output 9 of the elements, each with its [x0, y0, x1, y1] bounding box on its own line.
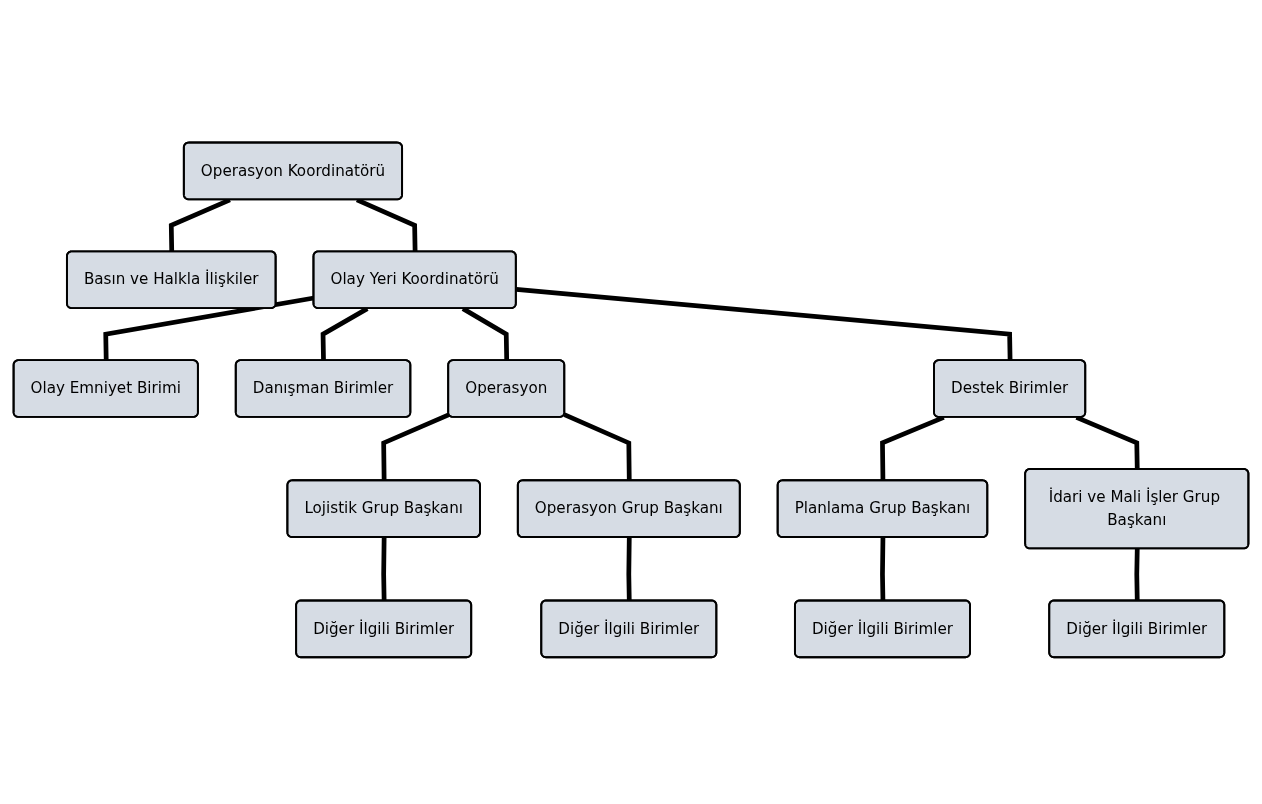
connector — [626, 537, 632, 602]
connector — [880, 537, 886, 602]
connector — [880, 415, 945, 481]
connector — [516, 287, 1013, 361]
connector — [381, 412, 450, 481]
connector — [1134, 548, 1140, 602]
connector — [563, 412, 632, 481]
connector — [381, 537, 387, 602]
connector — [1075, 415, 1140, 470]
